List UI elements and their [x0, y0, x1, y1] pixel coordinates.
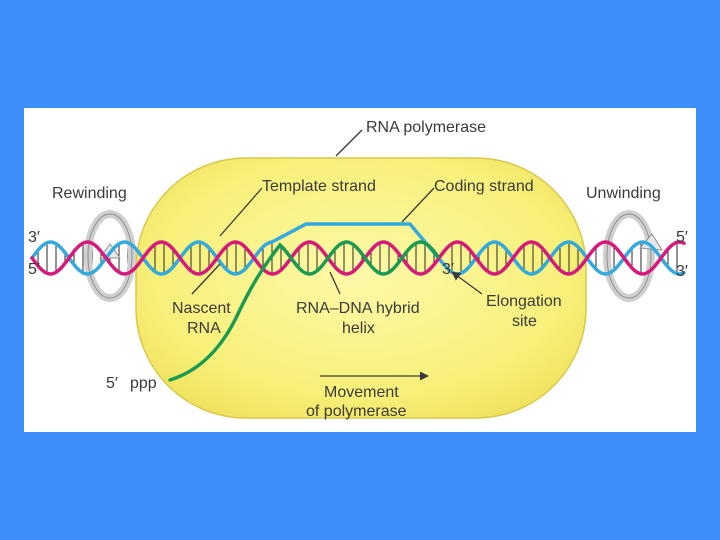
right-top-end-label: 5′ [676, 229, 688, 246]
template-strand [30, 240, 686, 276]
elongation-site-label-line2: site [512, 313, 537, 330]
movement-label-line2: of polymerase [306, 403, 407, 420]
hybrid-helix-label-line1: RNA–DNA hybrid [296, 300, 420, 317]
left-top-end-label: 3′ [28, 229, 40, 246]
coding-strand [30, 222, 686, 276]
right-bottom-end-label: 3′ [676, 263, 688, 280]
nascent-rna-label-line2: RNA [187, 320, 221, 337]
left-bottom-end-label: 5′ [28, 261, 40, 278]
nascent-rna-strand [168, 240, 440, 382]
unwinding-label: Unwinding [586, 185, 661, 202]
nascent-rna-label-line1: Nascent [172, 300, 231, 317]
coding-strand-pointer [401, 187, 435, 223]
rewinding-rotation-icon [84, 210, 136, 302]
hybrid-helix-label-line2: helix [342, 320, 375, 337]
transcription-diagram: RNA polymerase Rewinding Unwinding Templ… [24, 108, 696, 432]
rna-5prime-label: 5′ [106, 375, 118, 392]
elongation-site-label-line1: Elongation [486, 293, 562, 310]
elongation-site-pointer [451, 271, 483, 295]
rewinding-label: Rewinding [52, 185, 127, 202]
rna-polymerase-pointer [335, 129, 363, 157]
template-strand-label: Template strand [262, 178, 376, 195]
coding-strand-label: Coding strand [434, 178, 534, 195]
movement-label-line1: Movement [324, 384, 399, 401]
rna-polymerase-body [135, 157, 587, 419]
rna-3prime-label: 3′ [442, 261, 454, 278]
unwinding-rotation-icon [603, 210, 663, 302]
triphosphate-label: ppp [130, 375, 157, 392]
template-strand-pointer [219, 187, 263, 237]
nascent-rna-pointer [191, 263, 221, 295]
base-pair-rungs [37, 242, 678, 274]
rna-polymerase-label: RNA polymerase [366, 119, 486, 136]
hybrid-helix-pointer [329, 271, 341, 295]
